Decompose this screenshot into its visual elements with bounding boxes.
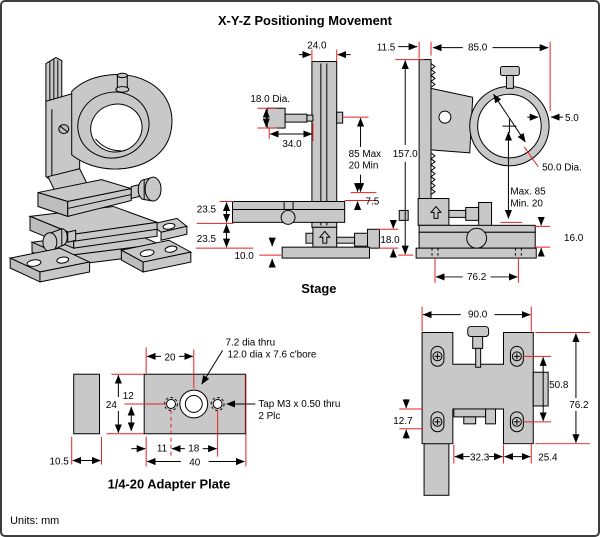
dim-plan-depth: 76.2 [569,400,589,411]
dim-hole-span: 76.2 [467,272,487,283]
note-cbore: 12.0 dia x 7.6 c'bore [228,349,317,360]
adapter-plate-views: 10.5 20 7.2 dia thru 12.0 dia x 7.6 c'bo… [49,337,340,491]
dim-travel-max: 85 Max [349,149,382,160]
dim-12: 12 [123,391,135,402]
dim-plan-width: 90.0 [468,310,488,321]
dim-knob-length: 34.0 [282,139,302,150]
iso-view [8,57,193,283]
stage-label: Stage [301,281,336,296]
dim-40: 40 [189,458,201,469]
dim-base-height-side: 16.0 [564,233,584,244]
side-view: 11.5 85.0 157.0 5.0 50.0 Dia. Max. 85 Mi… [377,41,584,283]
dim-side-width: 85.0 [468,43,488,54]
dim-18: 18 [188,444,200,455]
units-label: Units: mm [10,515,59,527]
dim-ring-wall: 5.0 [565,113,579,124]
dim-inner-span: 32.3 [470,453,490,464]
dim-overall-height: 157.0 [393,149,418,160]
note-tap-qty: 2 Plc [258,411,280,422]
dim-column-width: 24.0 [307,41,327,52]
dim-gap-height: 23.5 [197,234,217,245]
plan-view: 90.0 76.2 50.8 12.7 32.3 25.4 [393,306,590,496]
dim-travel-min-side: Min. 20 [510,198,543,209]
dim-thickness: 10.5 [49,457,69,468]
dim-11: 11 [157,444,168,455]
page-title: X-Y-Z Positioning Movement [218,13,393,28]
dim-arm-height: 23.5 [197,204,217,215]
dim-edge-offset: 12.7 [393,416,413,427]
dim-rail-width: 11.5 [377,43,396,54]
dim-24: 24 [106,400,118,411]
dim-side-width-plan: 25.4 [538,453,558,464]
mounting-slots [430,345,524,433]
dim-base-height: 10.0 [234,251,254,262]
front-view: 24.0 18.0 Dia. 34.0 85 Max 20 Min 7.5 23… [195,41,400,296]
adapter-plate-label: 1/4-20 Adapter Plate [108,476,231,491]
dim-20: 20 [164,352,176,363]
note-tap: Tap M3 x 0.50 thru [258,399,340,410]
dim-knob-dia: 18.0 Dia. [250,94,290,105]
dim-step: 7.5 [366,196,380,207]
note-thru-hole: 7.2 dia thru [226,337,276,348]
dim-slot-span: 50.8 [549,380,569,391]
dim-knob2-dia: 18.0 [380,235,400,246]
adapter-side-view [73,373,101,435]
dim-travel-min: 20 Min [349,161,379,172]
dim-travel-max-side: Max. 85 [510,187,546,198]
dim-bore-dia: 50.0 Dia. [542,163,582,174]
